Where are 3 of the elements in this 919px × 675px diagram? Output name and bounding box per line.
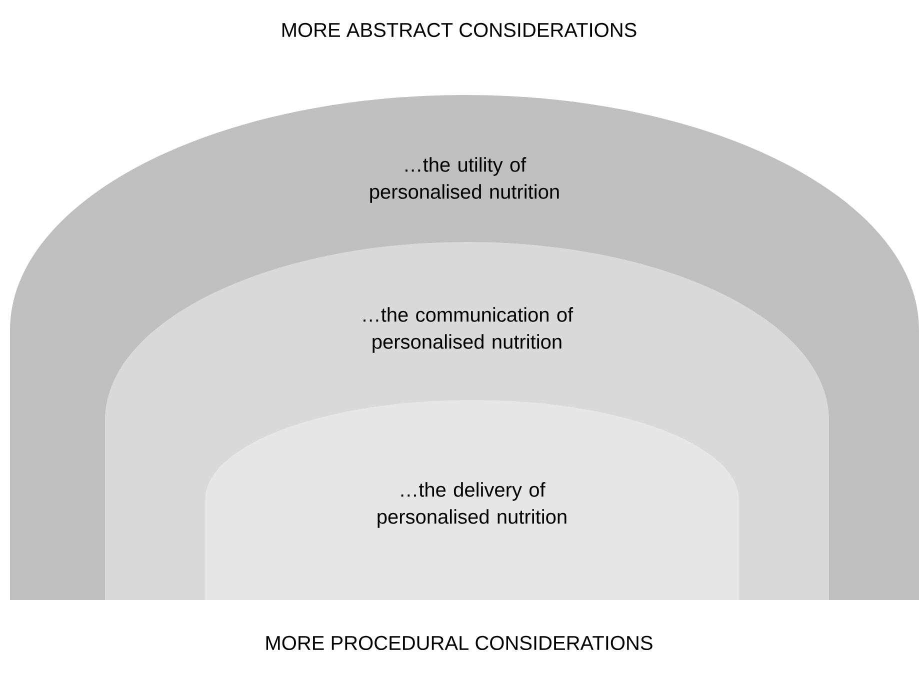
arch-band: …the delivery of personalised nutrition (205, 400, 739, 600)
heading-label: MORE ABSTRACT CONSIDERATIONS (282, 22, 636, 38)
heading-label: MORE PROCEDURAL CONSIDERATIONS (266, 636, 652, 650)
